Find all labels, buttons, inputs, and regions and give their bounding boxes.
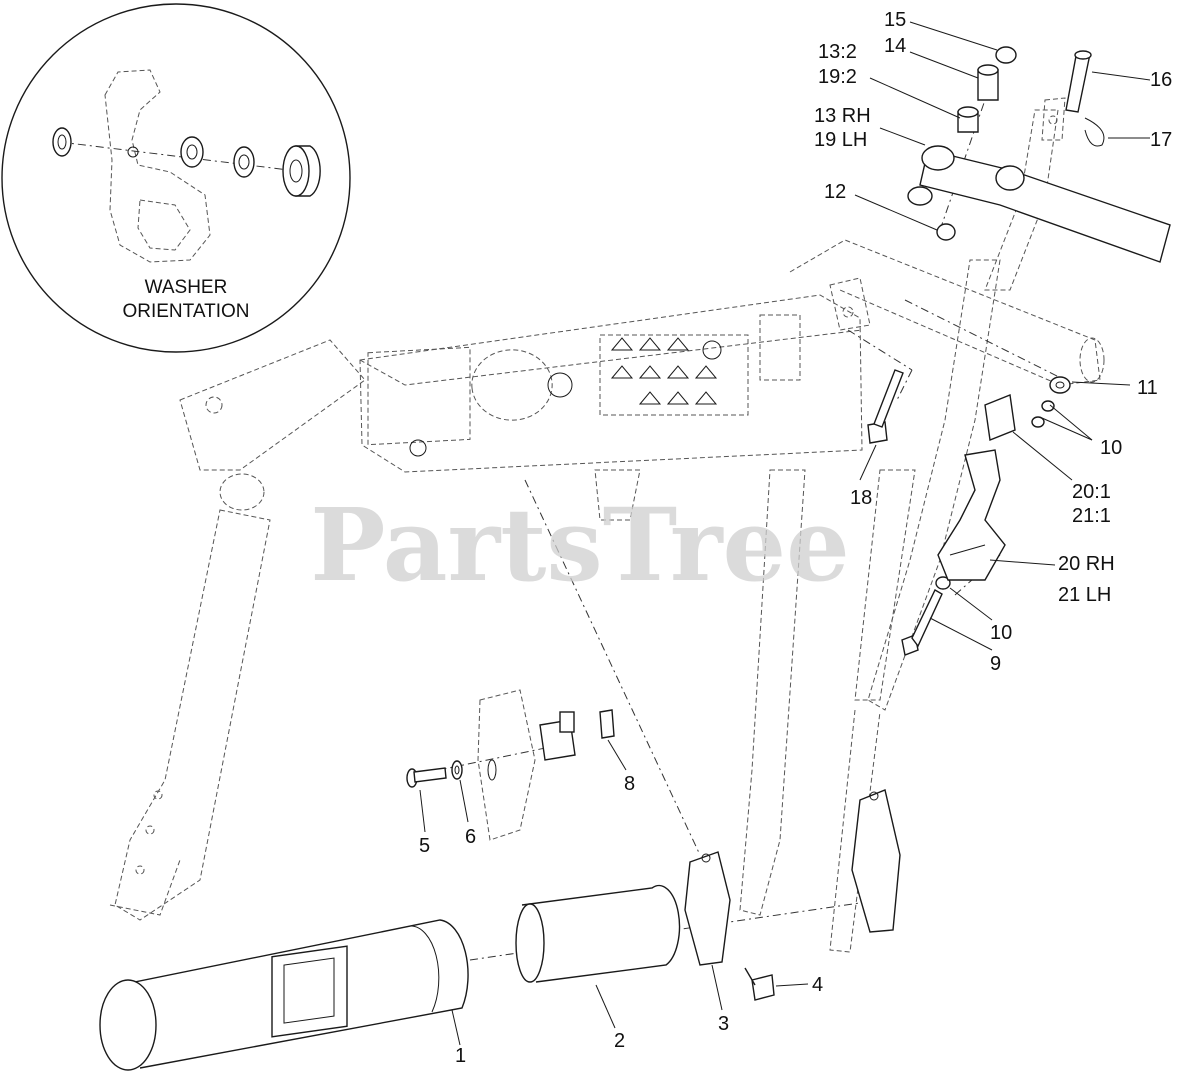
part-17-clip-icon (1084, 117, 1105, 147)
inset-washer-mid-icon (180, 136, 204, 168)
callout-13-rh: 13 RH (814, 105, 871, 127)
switch-icon (539, 711, 576, 761)
callout-21-1: 21:1 (1072, 505, 1111, 527)
callout-10-upper: 10 (1100, 437, 1122, 459)
callout-13-2: 13:2 (818, 41, 857, 63)
callout-4: 4 (812, 974, 823, 996)
callout-14: 14 (884, 35, 906, 57)
callout-12: 12 (824, 181, 846, 203)
part-6-washer-icon (451, 760, 463, 780)
part-9-bolt-icon (901, 589, 943, 656)
part-8-block-icon (599, 709, 615, 739)
callout-21-lh: 21 LH (1058, 584, 1111, 606)
part-2-sleeve-icon (515, 884, 681, 983)
callout-19-lh: 19 LH (814, 129, 867, 151)
part-1-handle-tube-icon (99, 919, 469, 1071)
callout-19-2: 19:2 (818, 66, 857, 88)
washer-orientation-inset: WASHER ORIENTATION (1, 3, 351, 353)
part-12-nut-icon (936, 223, 956, 241)
part-16-pin-icon (1065, 50, 1092, 113)
part-13-19-arm-icon (907, 145, 1171, 263)
inset-caption-line1: WASHER (145, 277, 228, 298)
leader-lines (419, 21, 1151, 1046)
callout-18: 18 (850, 487, 872, 509)
callout-8: 8 (624, 773, 635, 795)
callout-1: 1 (455, 1045, 466, 1067)
callout-15: 15 (884, 9, 906, 31)
callout-17: 17 (1150, 129, 1172, 151)
callout-11: 11 (1137, 377, 1158, 399)
part-11-washer-icon (1049, 376, 1071, 394)
callout-6: 6 (465, 826, 476, 848)
callouts: 15 14 13:2 19:2 13 RH 19 LH 12 16 17 11 … (419, 9, 1172, 1067)
bushing-icon (957, 106, 979, 133)
part-10-washers-icon (935, 400, 1055, 590)
inset-washer-right-icon (233, 146, 255, 178)
callout-16: 16 (1150, 69, 1172, 91)
handle-frame-assembly (109, 97, 1105, 953)
callout-3: 3 (718, 1013, 729, 1035)
callout-2: 2 (614, 1030, 625, 1052)
part-18-bolt-icon (867, 369, 904, 444)
clamp-right-icon (851, 789, 901, 933)
inset-spacer-icon (282, 145, 321, 197)
part-14-spacer-icon (977, 64, 999, 101)
callout-9: 9 (990, 653, 1001, 675)
decal-icons (409, 334, 749, 457)
part-4-bolt-icon (744, 967, 775, 1001)
part-20-21-latch-icon (937, 449, 1006, 581)
callout-20-1: 20:1 (1072, 481, 1111, 503)
callout-20-rh: 20 RH (1058, 553, 1115, 575)
part-5-screw-icon (406, 767, 447, 788)
cover-icon (984, 394, 1016, 441)
part-3-clamp-icon (684, 851, 731, 966)
inset-washer-left-icon (52, 127, 72, 157)
part-15-nut-icon (995, 46, 1017, 64)
callout-10-lower: 10 (990, 622, 1012, 644)
inset-caption-line2: ORIENTATION (122, 301, 249, 322)
callout-5: 5 (419, 835, 430, 857)
watermark: PartsTree (310, 486, 850, 604)
